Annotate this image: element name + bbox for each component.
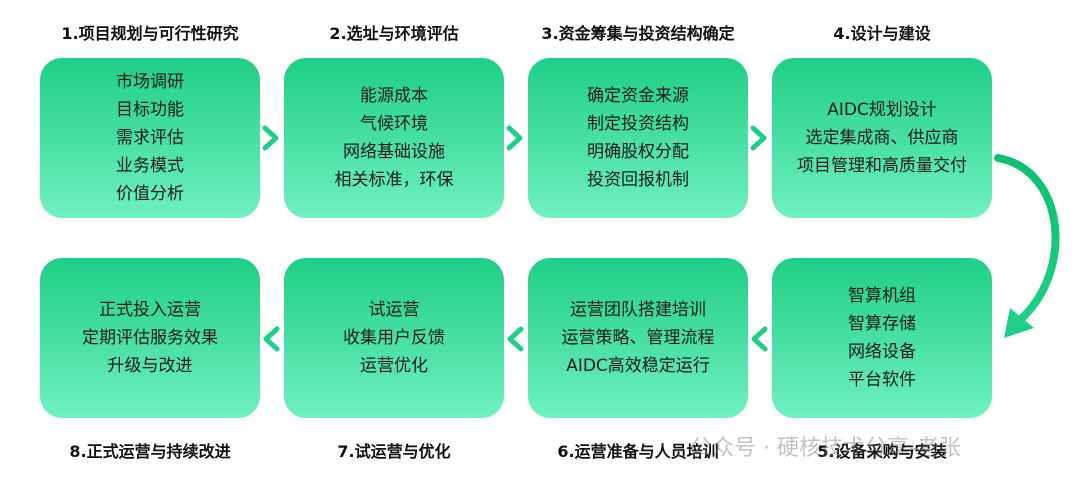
chevron-right-icon: [506, 125, 524, 151]
curved-arrow-icon: [990, 150, 1080, 350]
step-1-box: 市场调研 目标功能 需求评估 业务模式 价值分析: [40, 58, 260, 218]
step-4-box: AIDC规划设计 选定集成商、供应商 项目管理和高质量交付: [772, 58, 992, 218]
step-1-line-3: 需求评估: [116, 128, 184, 148]
step-2-line-2: 气候环境: [360, 114, 428, 134]
step-1-line-4: 业务模式: [116, 156, 184, 176]
step-7-line-3: 运营优化: [360, 356, 428, 376]
step-6-title: 6.运营准备与人员培训: [557, 442, 719, 461]
step-3-title: 3.资金筹集与投资结构确定: [541, 24, 735, 43]
step-3-line-2: 制定投资结构: [587, 114, 689, 134]
step-4-title: 4.设计与建设: [833, 24, 931, 43]
step-8-box: 正式投入运营 定期评估服务效果 升级与改进: [40, 258, 260, 418]
step-5-line-4: 平台软件: [848, 370, 916, 390]
step-5-box: 智算机组 智算存储 网络设备 平台软件: [772, 258, 992, 418]
step-7-box: 试运营 收集用户反馈 运营优化: [284, 258, 504, 418]
step-4-line-3: 项目管理和高质量交付: [797, 156, 967, 176]
step-2-box: 能源成本 气候环境 网络基础设施 相关标准，环保: [284, 58, 504, 218]
step-5-line-3: 网络设备: [848, 342, 916, 362]
step-2-line-4: 相关标准，环保: [334, 170, 454, 190]
step-1-line-1: 市场调研: [116, 72, 184, 92]
chevron-left-icon: [750, 326, 768, 352]
step-2-title: 2.选址与环境评估: [329, 24, 459, 43]
step-1-line-5: 价值分析: [116, 184, 184, 204]
chevron-right-icon: [750, 125, 768, 151]
step-1-title: 1.项目规划与可行性研究: [61, 24, 239, 43]
step-5-title: 5.设备采购与安装: [817, 442, 947, 461]
step-7-line-2: 收集用户反馈: [343, 328, 445, 348]
step-7-line-1: 试运营: [368, 300, 420, 320]
step-8-line-3: 升级与改进: [107, 356, 193, 376]
step-2-line-1: 能源成本: [360, 86, 428, 106]
step-3-line-1: 确定资金来源: [587, 86, 689, 106]
step-6-line-3: AIDC高效稳定运行: [566, 356, 710, 376]
chevron-right-icon: [262, 125, 280, 151]
step-8-title: 8.正式运营与持续改进: [69, 442, 231, 461]
step-3-box: 确定资金来源 制定投资结构 明确股权分配 投资回报机制: [528, 58, 748, 218]
step-6-line-1: 运营团队搭建培训: [570, 300, 706, 320]
step-3-line-4: 投资回报机制: [587, 170, 689, 190]
step-6-box: 运营团队搭建培训 运营策略、管理流程 AIDC高效稳定运行: [528, 258, 748, 418]
step-4-line-1: AIDC规划设计: [827, 100, 937, 120]
step-2-line-3: 网络基础设施: [343, 142, 445, 162]
step-5-line-2: 智算存储: [848, 314, 916, 334]
step-6-line-2: 运营策略、管理流程: [561, 328, 715, 348]
step-8-line-2: 定期评估服务效果: [82, 328, 218, 348]
chevron-left-icon: [262, 326, 280, 352]
step-5-line-1: 智算机组: [848, 286, 916, 306]
step-1-line-2: 目标功能: [116, 100, 184, 120]
chevron-left-icon: [506, 326, 524, 352]
step-8-line-1: 正式投入运营: [99, 300, 201, 320]
watermark: 公众号 · 硬核技术分享-老张: [690, 436, 961, 461]
step-4-line-2: 选定集成商、供应商: [805, 128, 959, 148]
step-7-title: 7.试运营与优化: [337, 442, 451, 461]
step-3-line-3: 明确股权分配: [587, 142, 689, 162]
